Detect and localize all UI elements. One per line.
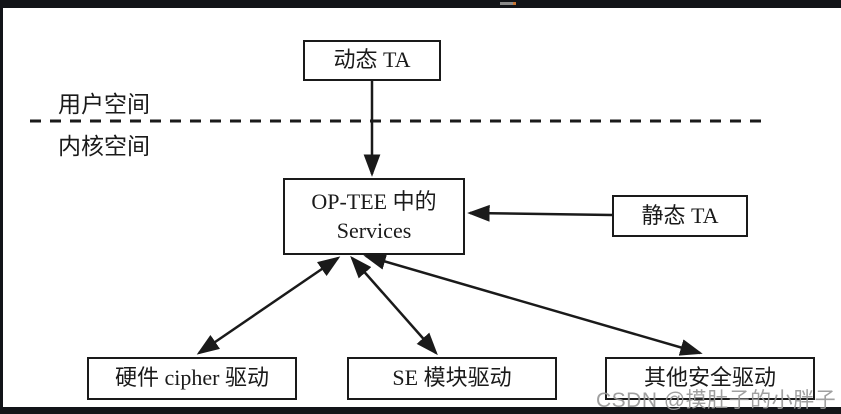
static-ta-box: 静态 TA	[612, 195, 748, 237]
csdn-watermark: CSDN @摸肚子的小胖子	[596, 389, 837, 412]
dynamic-ta-label: 动态 TA	[333, 47, 411, 73]
se-module-driver-label: SE 模块驱动	[392, 365, 512, 391]
arrow-static-ta-to-services	[467, 204, 613, 222]
se-module-driver-box: SE 模块驱动	[347, 357, 557, 400]
hw-cipher-driver-box: 硬件 cipher 驱动	[87, 357, 297, 400]
hw-cipher-driver-label: 硬件 cipher 驱动	[115, 365, 269, 391]
kernel-space-label: 内核空间	[58, 134, 150, 159]
optee-services-box: OP-TEE 中的 Services	[283, 178, 465, 255]
other-secure-driver-box: 其他安全驱动	[605, 357, 815, 400]
arrow-services-hw-cipher	[196, 256, 341, 355]
optee-services-label-line2: Services	[336, 217, 412, 243]
user-space-label: 用户空间	[58, 92, 150, 117]
arrow-services-other-secure	[363, 253, 703, 356]
tab-strip-fragment	[500, 2, 513, 5]
static-ta-label: 静态 TA	[641, 202, 719, 228]
other-secure-driver-label: 其他安全驱动	[643, 365, 776, 391]
tab-strip-dot	[513, 2, 516, 5]
optee-services-label-line1: OP-TEE 中的	[311, 188, 437, 214]
bottom-letterbox-bar	[0, 407, 841, 414]
dynamic-ta-box: 动态 TA	[303, 40, 441, 81]
top-letterbox-bar	[0, 0, 841, 8]
left-letterbox-bar	[0, 0, 3, 414]
